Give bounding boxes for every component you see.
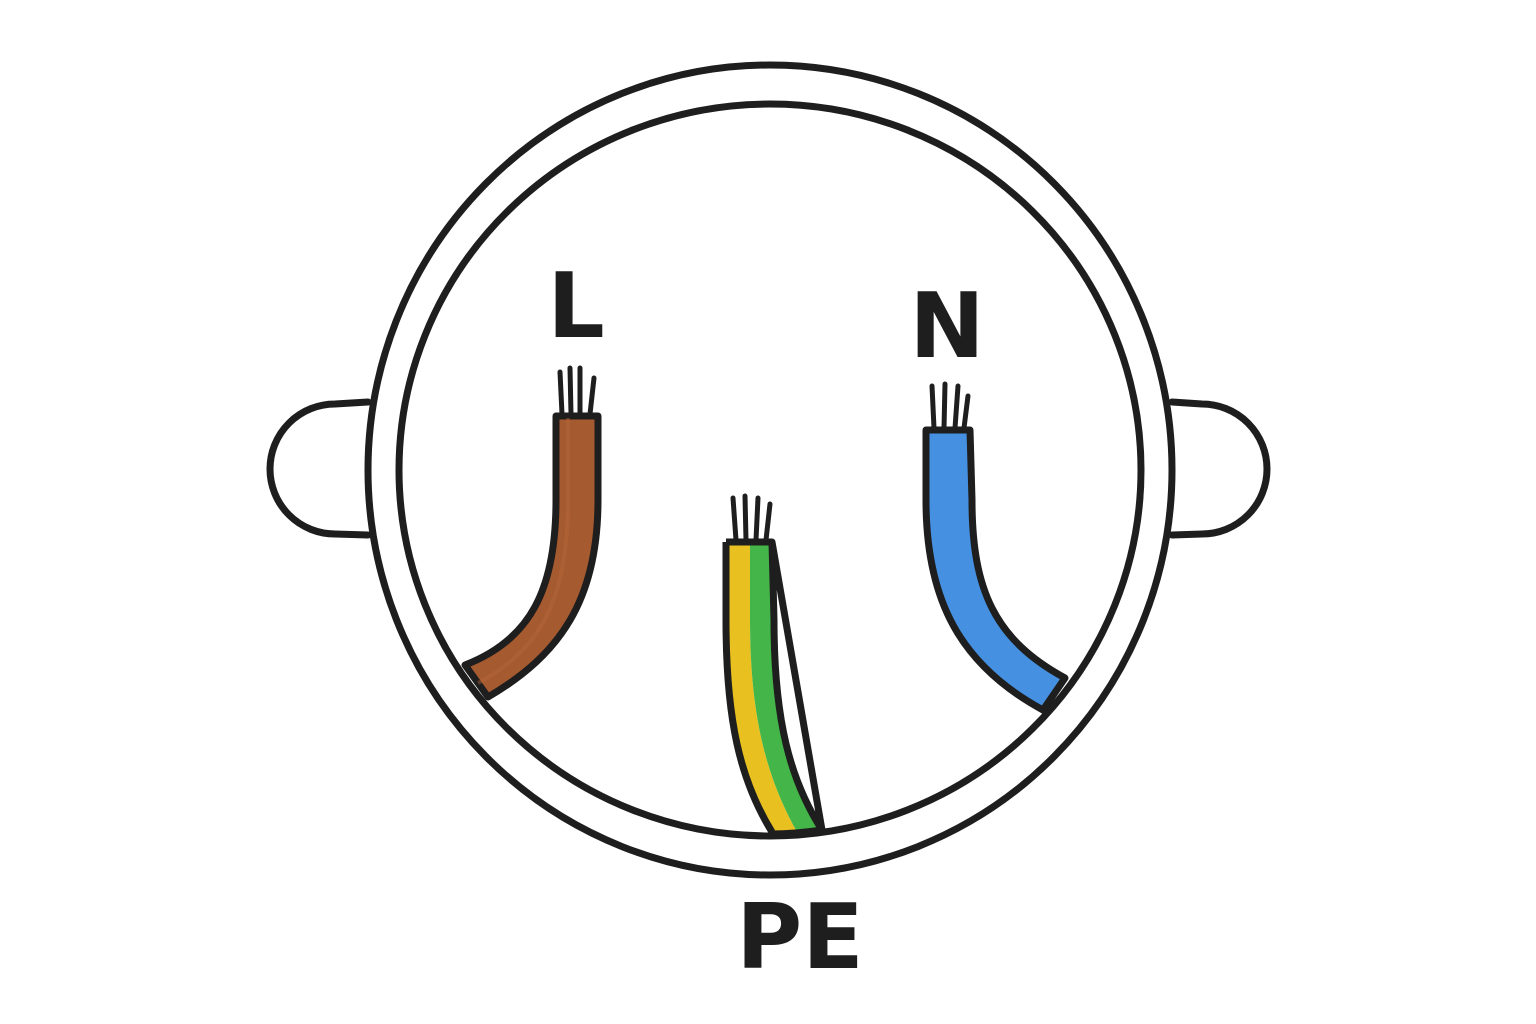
outer-enclosure	[364, 61, 1176, 879]
neutral-label: N	[909, 274, 984, 379]
right-mounting-ear	[1168, 398, 1271, 539]
left-mounting-ear	[266, 398, 372, 539]
earth-wire	[722, 493, 826, 838]
live-wire	[461, 365, 602, 701]
protective-earth-label: PE	[736, 885, 863, 990]
neutral-wire	[922, 381, 1069, 714]
live-label: L	[547, 254, 604, 359]
